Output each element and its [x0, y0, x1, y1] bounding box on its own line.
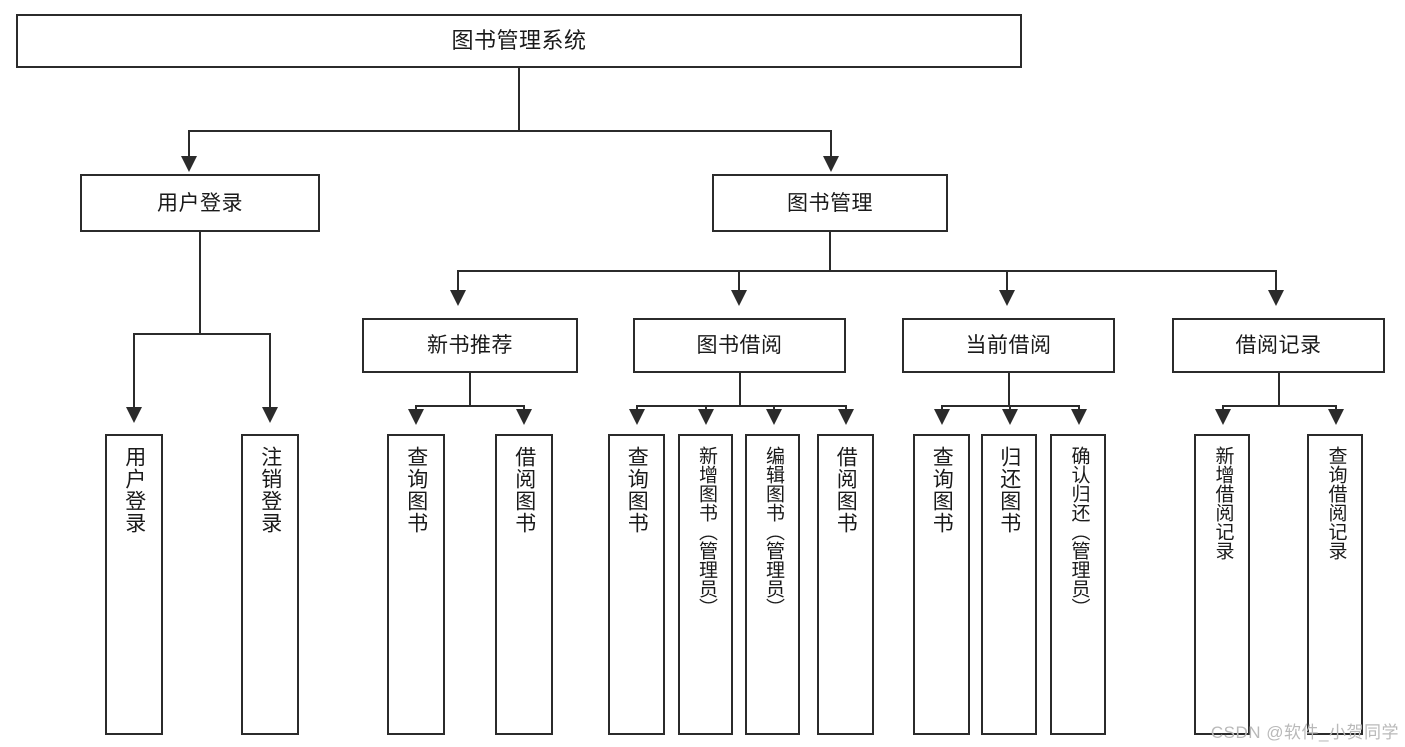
arrowhead-icon: [450, 290, 466, 306]
connector-root-to-user-login: [188, 130, 190, 158]
node-label: 借阅图书: [834, 446, 858, 534]
node-label: 借阅记录: [1235, 334, 1322, 357]
node-user-login[interactable]: 用户登录: [80, 174, 320, 232]
connector-book-manage-bus: [457, 270, 1277, 272]
connector-to-leaf-return-book: [1009, 405, 1011, 411]
connector-to-new-book-recommend: [457, 270, 459, 292]
connector-to-current-borrow: [1006, 270, 1008, 292]
connector-to-leaf-user-logout: [269, 333, 271, 409]
connector-to-leaf-add-book: [705, 405, 707, 411]
node-label: 新增图书（管理员）: [695, 446, 717, 617]
arrowhead-icon: [408, 409, 424, 425]
connector-to-leaf-add-record: [1222, 405, 1224, 411]
node-label: 新增借阅记录: [1212, 446, 1234, 560]
node-root-system[interactable]: 图书管理系统: [16, 14, 1022, 68]
connector-book-manage-stem: [829, 232, 831, 272]
leaf-node-query-book-3[interactable]: 查询图书: [913, 434, 970, 735]
connector-book-borrow-stem: [739, 373, 741, 407]
arrowhead-icon: [126, 407, 142, 423]
arrowhead-icon: [934, 409, 950, 425]
connector-to-leaf-borrow-book-1: [523, 405, 525, 411]
connector-to-leaf-user-login: [133, 333, 135, 409]
leaf-node-confirm-return[interactable]: 确认归还（管理员）: [1050, 434, 1106, 735]
arrowhead-icon: [1268, 290, 1284, 306]
connector-to-leaf-query-book-2: [636, 405, 638, 411]
node-label: 新书推荐: [427, 334, 513, 357]
arrowhead-icon: [516, 409, 532, 425]
connector-to-leaf-query-record: [1335, 405, 1337, 411]
node-new-book-recommend[interactable]: 新书推荐: [362, 318, 578, 373]
connector-to-borrow-record: [1275, 270, 1277, 292]
arrowhead-icon: [838, 409, 854, 425]
node-label: 编辑图书（管理员）: [762, 446, 784, 617]
leaf-node-edit-book[interactable]: 编辑图书（管理员）: [745, 434, 800, 735]
connector-current-borrow-stem: [1008, 373, 1010, 407]
node-current-borrow[interactable]: 当前借阅: [902, 318, 1115, 373]
arrowhead-icon: [731, 290, 747, 306]
connector-root-bus: [188, 130, 832, 132]
node-label: 查询图书: [404, 446, 428, 534]
leaf-node-add-book[interactable]: 新增图书（管理员）: [678, 434, 733, 735]
leaf-node-return-book[interactable]: 归还图书: [981, 434, 1037, 735]
leaf-node-borrow-book-2[interactable]: 借阅图书: [817, 434, 874, 735]
arrowhead-icon: [766, 409, 782, 425]
node-book-manage[interactable]: 图书管理: [712, 174, 948, 232]
leaf-node-query-book-1[interactable]: 查询图书: [387, 434, 445, 735]
node-label: 图书管理系统: [451, 28, 587, 53]
connector-user-login-stem: [199, 232, 201, 334]
arrowhead-icon: [698, 409, 714, 425]
connector-new-book-recommend-stem: [469, 373, 471, 407]
node-label: 图书借阅: [696, 334, 783, 357]
connector-new-book-recommend-bus: [415, 405, 525, 407]
leaf-node-query-book-2[interactable]: 查询图书: [608, 434, 665, 735]
connector-to-book-borrow: [738, 270, 740, 292]
connector-user-login-bus: [133, 333, 269, 335]
connector-to-leaf-confirm-return: [1078, 405, 1080, 411]
node-label: 确认归还（管理员）: [1068, 446, 1090, 617]
connector-book-borrow-bus: [636, 405, 847, 407]
node-book-borrow[interactable]: 图书借阅: [633, 318, 846, 373]
arrowhead-icon: [629, 409, 645, 425]
leaf-node-user-login[interactable]: 用户登录: [105, 434, 163, 735]
connector-to-leaf-query-book-3: [941, 405, 943, 411]
arrowhead-icon: [262, 407, 278, 423]
node-label: 注销登录: [258, 446, 282, 534]
node-label: 用户登录: [122, 446, 146, 534]
leaf-node-query-record[interactable]: 查询借阅记录: [1307, 434, 1363, 735]
node-label: 用户登录: [157, 191, 243, 215]
leaf-node-add-record[interactable]: 新增借阅记录: [1194, 434, 1250, 735]
connector-to-leaf-edit-book: [773, 405, 775, 411]
arrowhead-icon: [1002, 409, 1018, 425]
node-label: 查询借阅记录: [1325, 446, 1347, 560]
node-label: 查询图书: [625, 446, 649, 534]
connector-root-to-book-manage: [830, 130, 832, 158]
connector-to-leaf-borrow-book-2: [845, 405, 847, 411]
connector-root-stem: [518, 68, 520, 131]
node-label: 归还图书: [997, 446, 1021, 534]
connector-to-leaf-query-book-1: [415, 405, 417, 411]
arrowhead-icon: [1328, 409, 1344, 425]
arrowhead-icon: [1215, 409, 1231, 425]
node-borrow-record[interactable]: 借阅记录: [1172, 318, 1385, 373]
node-label: 当前借阅: [965, 334, 1052, 357]
leaf-node-user-logout[interactable]: 注销登录: [241, 434, 299, 735]
watermark-text: CSDN @软件_小贺同学: [1210, 723, 1399, 742]
arrowhead-icon: [181, 156, 197, 172]
connector-borrow-record-stem: [1278, 373, 1280, 407]
node-label: 查询图书: [930, 446, 954, 534]
arrowhead-icon: [823, 156, 839, 172]
connector-borrow-record-bus: [1222, 405, 1337, 407]
node-label: 借阅图书: [512, 446, 536, 534]
leaf-node-borrow-book-1[interactable]: 借阅图书: [495, 434, 553, 735]
arrowhead-icon: [1071, 409, 1087, 425]
arrowhead-icon: [999, 290, 1015, 306]
node-label: 图书管理: [787, 191, 873, 215]
